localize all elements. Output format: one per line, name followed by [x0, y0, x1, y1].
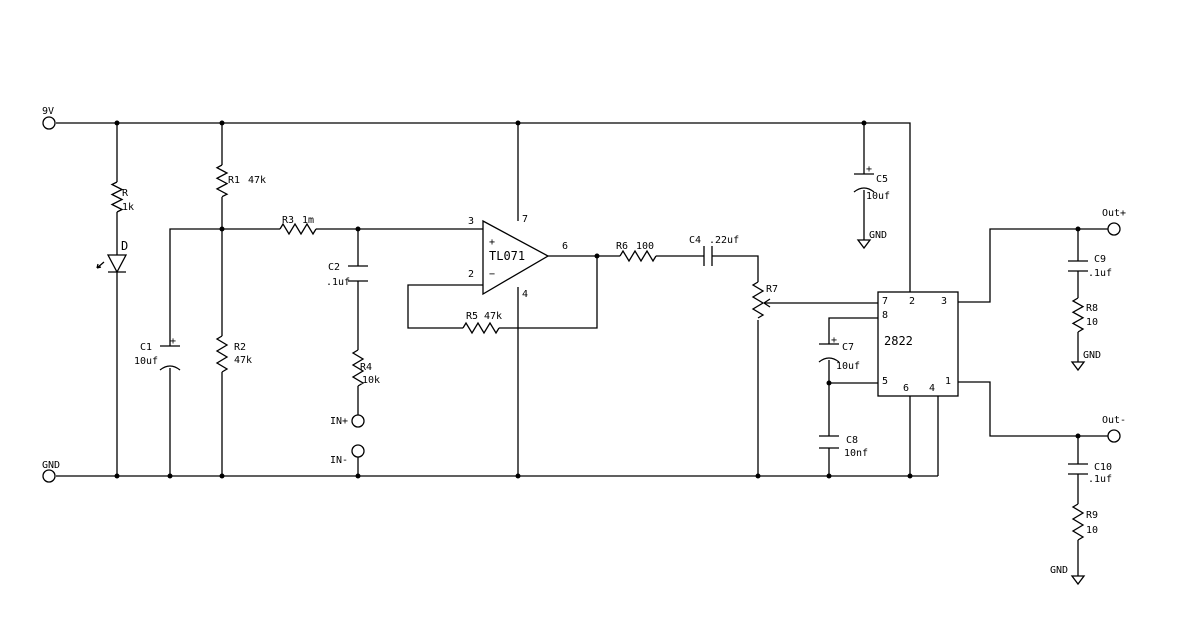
- amp-pin-3: 3: [941, 296, 947, 307]
- r9-ref: R9: [1086, 510, 1098, 521]
- c7-polarity: +: [831, 335, 837, 346]
- c2-value: .1uf: [326, 277, 350, 288]
- c8-value: 10nf: [844, 448, 868, 459]
- c10-ref: C10: [1094, 462, 1112, 473]
- opamp-pin-4: 4: [522, 289, 528, 300]
- opamp-minus-sign: −: [489, 269, 495, 280]
- led-ref: D: [121, 239, 128, 253]
- opamp-pin-2: 2: [468, 269, 474, 280]
- potentiometer-r7: R7: [751, 281, 778, 319]
- r1-value: 47k: [248, 175, 266, 186]
- r5-value: 47k: [484, 311, 502, 322]
- in-plus-label: IN+: [330, 416, 348, 427]
- gnd-label: GND: [42, 460, 60, 471]
- r6-value: 100: [636, 241, 654, 252]
- resistor-r9: R9 10: [1071, 503, 1098, 541]
- r1-ref: R1: [228, 175, 240, 186]
- c5-polarity: +: [866, 164, 872, 175]
- capacitor-c5: + C5 10uf: [853, 164, 890, 202]
- amp-pin-1: 1: [945, 376, 951, 387]
- ground-symbol-r8: GND: [1070, 350, 1101, 372]
- opamp-ref: TL071: [489, 249, 525, 263]
- c1-value: 10uf: [134, 356, 158, 367]
- amp-ic-2822: 7 2 3 8 5 6 4 1 2822: [877, 291, 959, 397]
- r4-value: 10k: [362, 375, 380, 386]
- resistor-r5: R5 47k: [462, 311, 502, 335]
- r2-value: 47k: [234, 355, 252, 366]
- vcc-connector: 9V: [42, 106, 56, 130]
- resistor-r6: R6 100: [616, 241, 657, 263]
- amp-pin-8: 8: [882, 310, 888, 321]
- opamp-plus-sign: +: [489, 237, 495, 248]
- resistor-r8: R8 10: [1071, 297, 1098, 333]
- capacitor-c1: + C1 10uf: [134, 336, 181, 371]
- c9-ref: C9: [1094, 254, 1106, 265]
- led-d: D: [96, 239, 128, 274]
- c1-polarity: +: [170, 336, 176, 347]
- in-plus-connector: IN+: [330, 414, 365, 428]
- opamp-tl071: + − TL071 3 2 7 4 6: [468, 214, 568, 300]
- ground-label-c5: GND: [869, 230, 887, 241]
- c4-value: .22uf: [709, 235, 739, 246]
- c5-value: 10uf: [866, 191, 890, 202]
- ground-symbol-c5: GND: [856, 230, 887, 250]
- vcc-label: 9V: [42, 106, 54, 117]
- capacitor-c2: C2 .1uf: [326, 262, 368, 288]
- c9-value: .1uf: [1088, 268, 1112, 279]
- r3-ref: R3: [282, 215, 294, 226]
- opamp-pin-7: 7: [522, 214, 528, 225]
- r4-ref: R4: [360, 362, 372, 373]
- r8-ref: R8: [1086, 303, 1098, 314]
- amp-pin-5: 5: [882, 376, 888, 387]
- r8-value: 10: [1086, 317, 1098, 328]
- c10-value: .1uf: [1088, 474, 1112, 485]
- c5-ref: C5: [876, 174, 888, 185]
- r-led-value: 1k: [122, 202, 134, 213]
- r-led-ref: R: [122, 188, 129, 199]
- r6-ref: R6: [616, 241, 628, 252]
- r3-value: 1m: [302, 215, 314, 226]
- capacitor-c9: C9 .1uf: [1068, 254, 1112, 279]
- c2-ref: C2: [328, 262, 340, 273]
- r5-ref: R5: [466, 311, 478, 322]
- ground-label-r8: GND: [1083, 350, 1101, 361]
- in-minus-connector: IN-: [330, 444, 365, 466]
- out-minus-connector: Out-: [1102, 415, 1126, 443]
- in-minus-label: IN-: [330, 455, 348, 466]
- wires: [56, 122, 1108, 576]
- r2-ref: R2: [234, 342, 246, 353]
- out-plus-label: Out+: [1102, 208, 1126, 219]
- amp-pin-2: 2: [909, 296, 915, 307]
- c4-ref: C4: [689, 235, 701, 246]
- amp-pin-7: 7: [882, 296, 888, 307]
- ground-label-r9: GND: [1050, 565, 1068, 576]
- resistor-r-led: R 1k: [110, 181, 134, 213]
- resistor-r1: R1 47k: [215, 164, 266, 198]
- resistor-r2: R2 47k: [215, 335, 252, 373]
- r9-value: 10: [1086, 525, 1098, 536]
- amp-ref: 2822: [884, 334, 913, 348]
- capacitor-c8: C8 10nf: [819, 435, 868, 459]
- c8-ref: C8: [846, 435, 858, 446]
- c7-value: 10uf: [836, 361, 860, 372]
- resistor-r3: R3 1m: [279, 215, 317, 236]
- c7-ref: C7: [842, 342, 854, 353]
- ground-symbol-r9: GND: [1050, 565, 1086, 586]
- r7-ref: R7: [766, 284, 778, 295]
- amp-pin-6: 6: [903, 383, 909, 394]
- amp-pin-4: 4: [929, 383, 935, 394]
- junction-dots: [114, 120, 1081, 479]
- out-minus-label: Out-: [1102, 415, 1126, 426]
- out-plus-connector: Out+: [1102, 208, 1126, 236]
- gnd-connector: GND: [42, 460, 60, 483]
- capacitor-c10: C10 .1uf: [1068, 462, 1112, 485]
- resistor-r4: R4 10k: [351, 349, 380, 387]
- opamp-pin-3: 3: [468, 216, 474, 227]
- c1-ref: C1: [140, 342, 152, 353]
- capacitor-c4: C4 .22uf: [689, 235, 739, 266]
- capacitor-c7: + C7 10uf: [818, 335, 860, 372]
- opamp-pin-6: 6: [562, 241, 568, 252]
